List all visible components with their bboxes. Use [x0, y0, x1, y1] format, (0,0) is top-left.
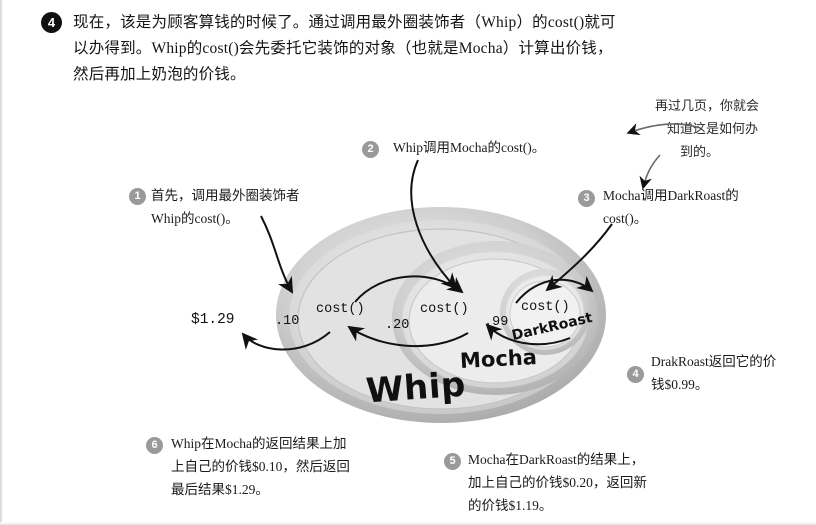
total-result-label: $1.29: [191, 312, 235, 328]
callout-1-line-1: 首先，调用最外圈装饰者: [151, 188, 300, 203]
callout-5-line-1: Mocha在DarkRoast的结果上，: [468, 452, 645, 467]
callout-badge-6: 6: [146, 437, 163, 454]
leader-arrow-callout-3: [545, 223, 613, 292]
callout-4-line-1: DrakRoast返回它的价: [651, 354, 777, 369]
callout-4-line-2: 钱$0.99。: [651, 377, 709, 392]
page-edge-bottom: [0, 522, 816, 525]
hand-note-line-1: 再过几页，你就会: [655, 99, 760, 114]
callout-6-line-2: 上自己的价钱$0.10，然后返回: [171, 459, 350, 474]
oval-label-darkroast: DarkRoast: [510, 309, 594, 345]
callout-6-line-3: 最后结果$1.29。: [171, 482, 269, 497]
callout-badge-5: 5: [444, 453, 461, 470]
callout-5-line-3: 的价钱$1.19。: [468, 498, 553, 513]
call-arrow-whip-to-mocha: [354, 275, 464, 303]
callout-3-line-1: Mocha调用DarkRoast的: [603, 188, 739, 203]
cost-label-darkroast: cost(): [521, 300, 570, 315]
page-edge-left: [0, 0, 3, 525]
return-arrow-whip-to-result: [241, 331, 331, 351]
step-badge-4: 4: [41, 12, 62, 33]
leader-arrow-callout-2: [410, 159, 458, 290]
callout-5-line-2: 加上自己的价钱$0.20，返回新: [468, 475, 647, 490]
callout-6-line-1: Whip在Mocha的返回结果上加: [171, 436, 347, 451]
paragraph-line-1: 现在，该是为顾客算钱的时候了。通过调用最外圈装饰者（Whip）的cost()就可: [73, 14, 616, 31]
callout-badge-1: 1: [129, 188, 146, 205]
price-label-darkroast: .99: [484, 315, 509, 330]
hand-note-line-2: 知道这是如何办: [667, 122, 759, 137]
hand-note-line-3: 到的。: [680, 145, 720, 160]
leader-arrow-callout-1: [260, 215, 294, 294]
price-label-mocha: .20: [385, 318, 410, 333]
oval-label-whip: Whip: [364, 364, 467, 412]
cost-label-whip: cost(): [316, 302, 365, 317]
callout-badge-2: 2: [362, 141, 379, 158]
callout-1-line-2: Whip的cost()。: [151, 211, 239, 226]
callout-badge-4: 4: [627, 366, 644, 383]
callout-3-line-2: cost()。: [603, 211, 648, 226]
paragraph-line-3: 然后再加上奶泡的价钱。: [73, 66, 246, 83]
price-label-whip: .10: [275, 314, 300, 329]
callout-badge-3: 3: [578, 190, 595, 207]
paragraph-line-2: 以办得到。Whip的cost()会先委托它装饰的对象（也就是Mocha）计算出价…: [73, 40, 613, 57]
cost-label-mocha: cost(): [420, 302, 469, 317]
callout-2-line-1: Whip调用Mocha的cost()。: [393, 140, 546, 155]
oval-label-mocha: Mocha: [459, 345, 538, 373]
